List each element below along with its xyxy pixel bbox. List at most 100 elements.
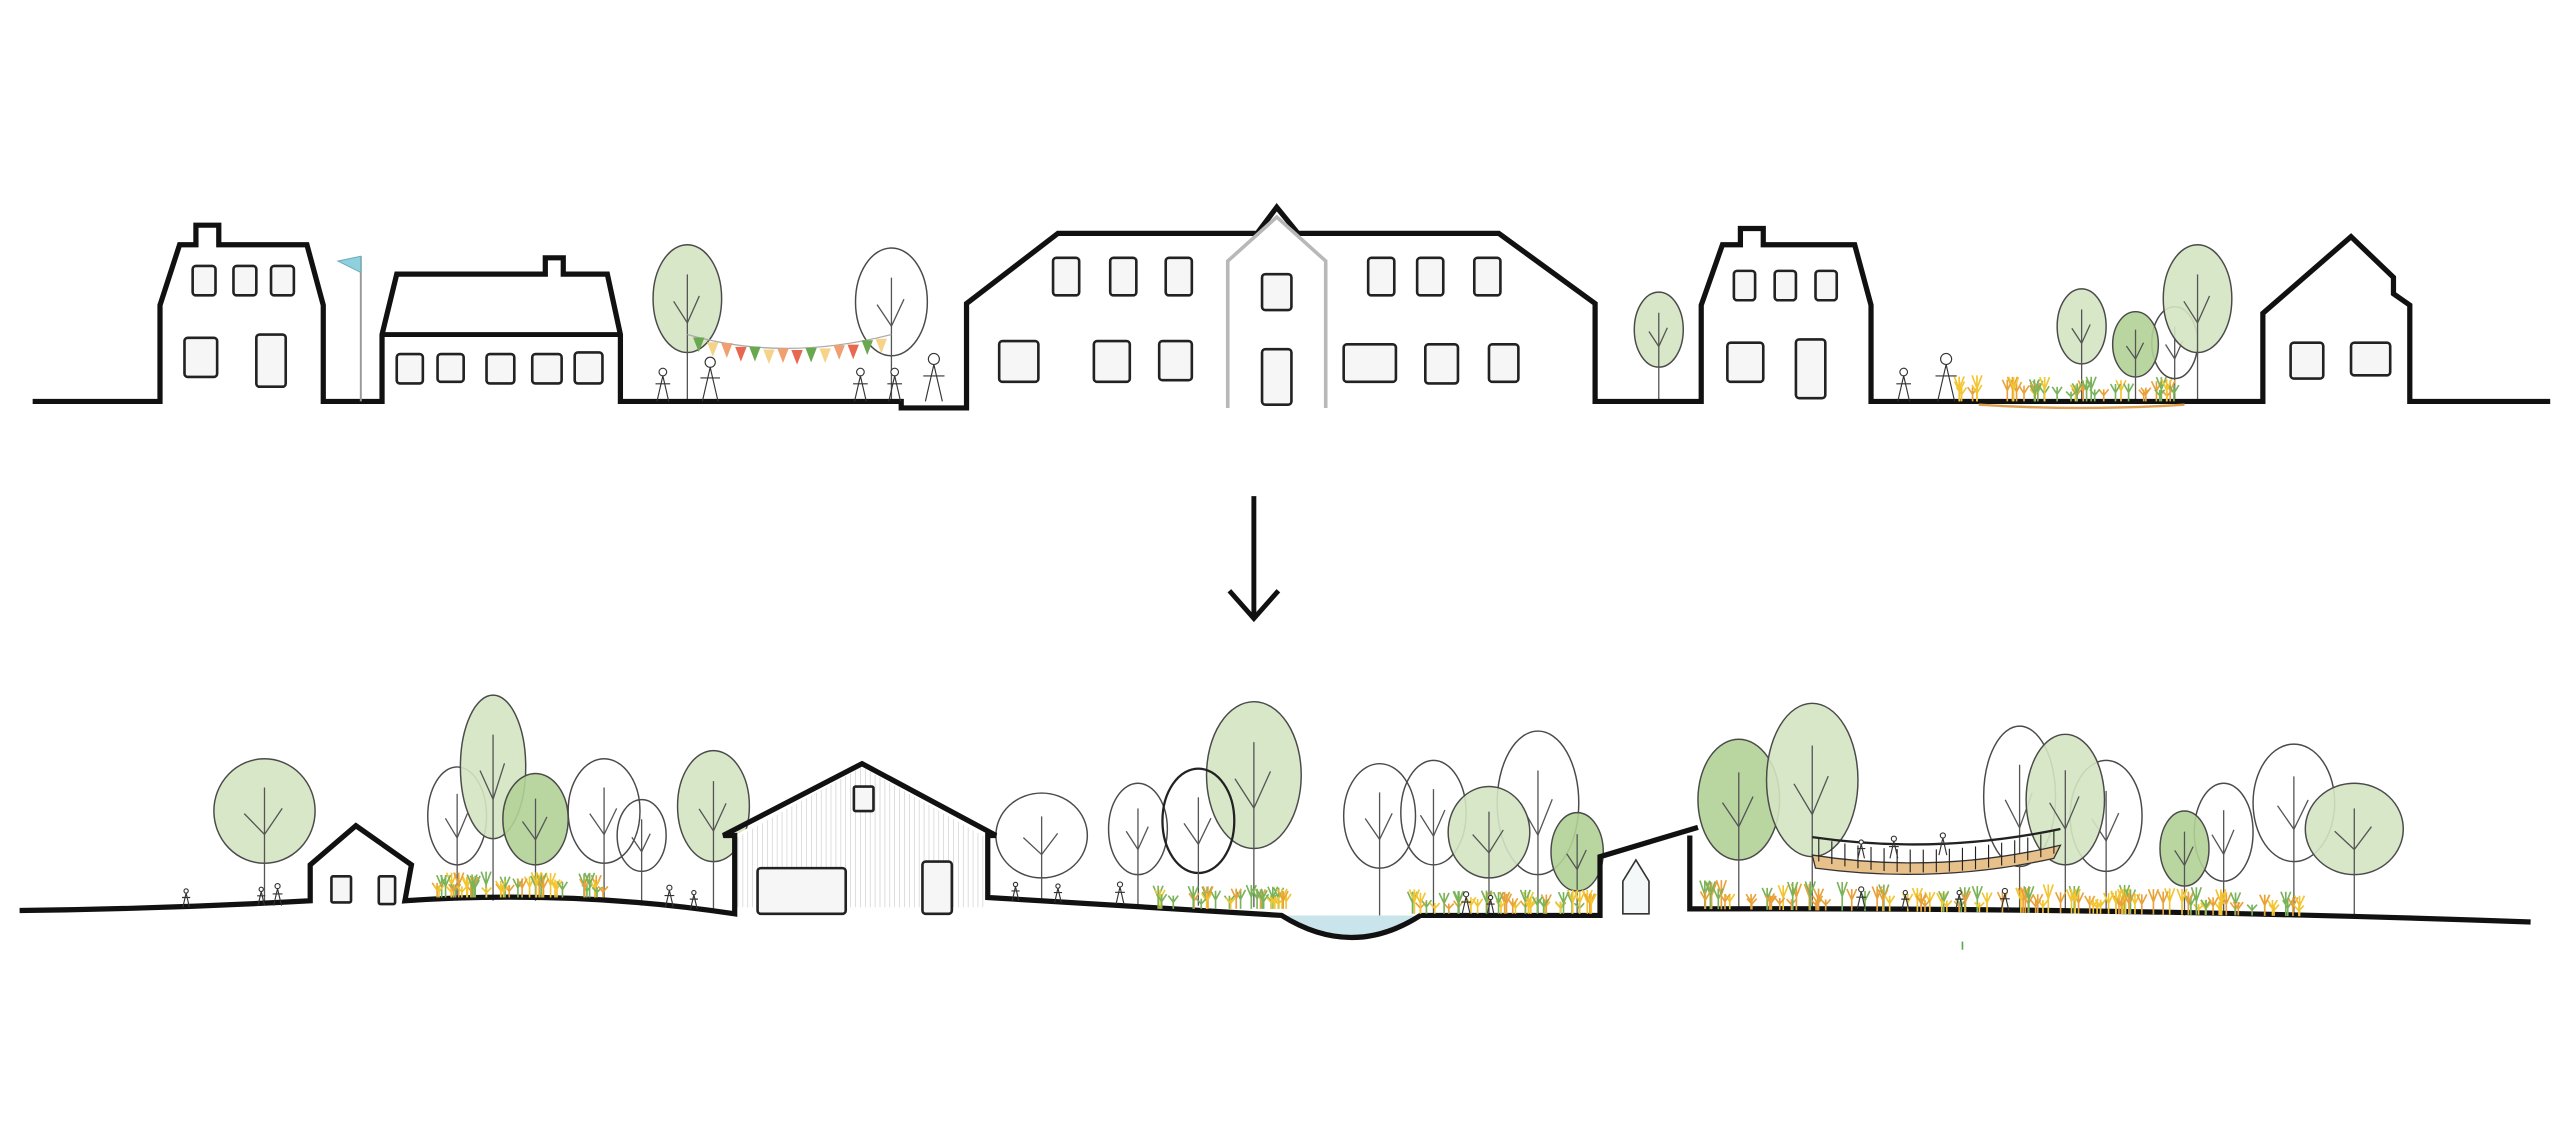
down-arrow-icon xyxy=(1227,496,1281,623)
grass-tuft xyxy=(1557,891,1570,914)
person-body xyxy=(1896,375,1912,402)
grass-tuft xyxy=(448,883,460,898)
treetop-bridge xyxy=(1811,827,2062,876)
person-head xyxy=(1463,891,1470,898)
tree-branch xyxy=(876,298,905,328)
grass-tuft xyxy=(2138,389,2150,402)
person-head xyxy=(666,884,673,891)
grass-tuft xyxy=(499,876,511,898)
grass-tuft xyxy=(2071,383,2083,402)
bottom-people xyxy=(182,832,2010,914)
person-body xyxy=(2000,893,2010,911)
tree-branch xyxy=(2211,829,2235,856)
person-head xyxy=(927,352,940,366)
garden-path xyxy=(1978,403,2185,410)
grass-tuft xyxy=(2190,886,2203,915)
person-head xyxy=(1012,881,1019,888)
grass-tuft xyxy=(1443,903,1455,914)
person-body xyxy=(887,375,903,402)
tree-branch xyxy=(698,803,727,833)
grass-tuft xyxy=(1245,884,1257,909)
grass-tuft xyxy=(2023,885,2035,913)
window xyxy=(1424,343,1460,385)
person-body xyxy=(655,375,671,402)
tree-branch xyxy=(631,833,651,853)
person-head xyxy=(1858,886,1865,893)
grass-tuft xyxy=(2065,391,2077,402)
grass-tuft xyxy=(1973,901,1985,913)
person-body xyxy=(1053,888,1063,903)
tree-branch xyxy=(1125,826,1149,851)
bottom-grass xyxy=(431,871,2306,917)
person-head xyxy=(1899,367,1909,377)
tree-branch xyxy=(2334,826,2372,851)
top-people xyxy=(655,352,1957,402)
tree-branch xyxy=(521,816,548,841)
small-house-window xyxy=(330,874,353,904)
grass-tuft xyxy=(2268,904,2280,916)
grass-tuft xyxy=(2038,376,2051,402)
window xyxy=(1164,256,1194,297)
window xyxy=(1487,343,1520,384)
bunting-flag xyxy=(791,349,803,365)
grass-tuft xyxy=(1492,891,1505,914)
person-head xyxy=(1890,835,1897,842)
grass-tuft xyxy=(1941,900,1953,912)
grass-tuft xyxy=(1971,375,1983,402)
grass-tuft xyxy=(2054,891,2067,914)
person-body xyxy=(257,891,266,906)
tree-branch xyxy=(1648,327,1668,348)
window xyxy=(1366,256,1396,297)
tree-branch xyxy=(2183,295,2211,325)
grass-tuft xyxy=(1719,893,1731,910)
grass-tuft xyxy=(1699,891,1711,910)
grass-tuft xyxy=(2007,376,2020,402)
grass-tuft xyxy=(2136,894,2148,915)
person-head xyxy=(1940,352,1953,366)
grass-tuft xyxy=(2176,888,2188,915)
window xyxy=(1726,341,1765,384)
grass-tuft xyxy=(1971,885,1983,913)
person-head xyxy=(2001,887,2009,895)
grass-tuft xyxy=(1820,898,1832,911)
grass-tuft xyxy=(2168,384,2180,402)
bunting-flag xyxy=(707,342,719,357)
person-head xyxy=(183,888,189,894)
window xyxy=(1092,339,1132,384)
bunting-flag xyxy=(861,340,873,355)
person-head xyxy=(704,356,716,368)
tree-branch xyxy=(2277,799,2309,831)
person-head xyxy=(691,889,697,896)
tree-branch xyxy=(2071,324,2091,345)
grass-tuft xyxy=(498,885,510,898)
grass-tuft xyxy=(1251,888,1263,909)
grass-tuft xyxy=(1230,888,1242,909)
grass-tuft xyxy=(1525,897,1537,914)
grass-tuft xyxy=(1408,889,1421,914)
person-body xyxy=(1461,896,1472,914)
grass-tuft xyxy=(2293,895,2306,917)
person-head xyxy=(1939,832,1946,839)
grass-tuft xyxy=(1156,893,1168,909)
grass-tuft xyxy=(537,878,550,898)
window xyxy=(1794,338,1827,400)
grass-tuft xyxy=(1531,896,1543,914)
grass-tuft xyxy=(1187,885,1199,909)
tree-branch xyxy=(1721,796,1754,829)
window xyxy=(1108,256,1138,297)
grass-tuft xyxy=(1746,898,1758,910)
tree-branch xyxy=(2125,342,2145,361)
grass-tuft xyxy=(1453,890,1465,914)
window xyxy=(1342,343,1398,384)
barn-window xyxy=(852,785,875,813)
grass-tuft xyxy=(2123,892,2135,915)
person-body xyxy=(1937,837,1948,856)
grass-tuft xyxy=(2080,379,2093,402)
grass-tuft xyxy=(1981,892,1993,913)
person-head xyxy=(1956,889,1962,896)
person-head xyxy=(1858,839,1864,845)
window xyxy=(1260,347,1293,406)
grass-tuft xyxy=(481,887,493,898)
grass-tuft xyxy=(2051,386,2063,402)
